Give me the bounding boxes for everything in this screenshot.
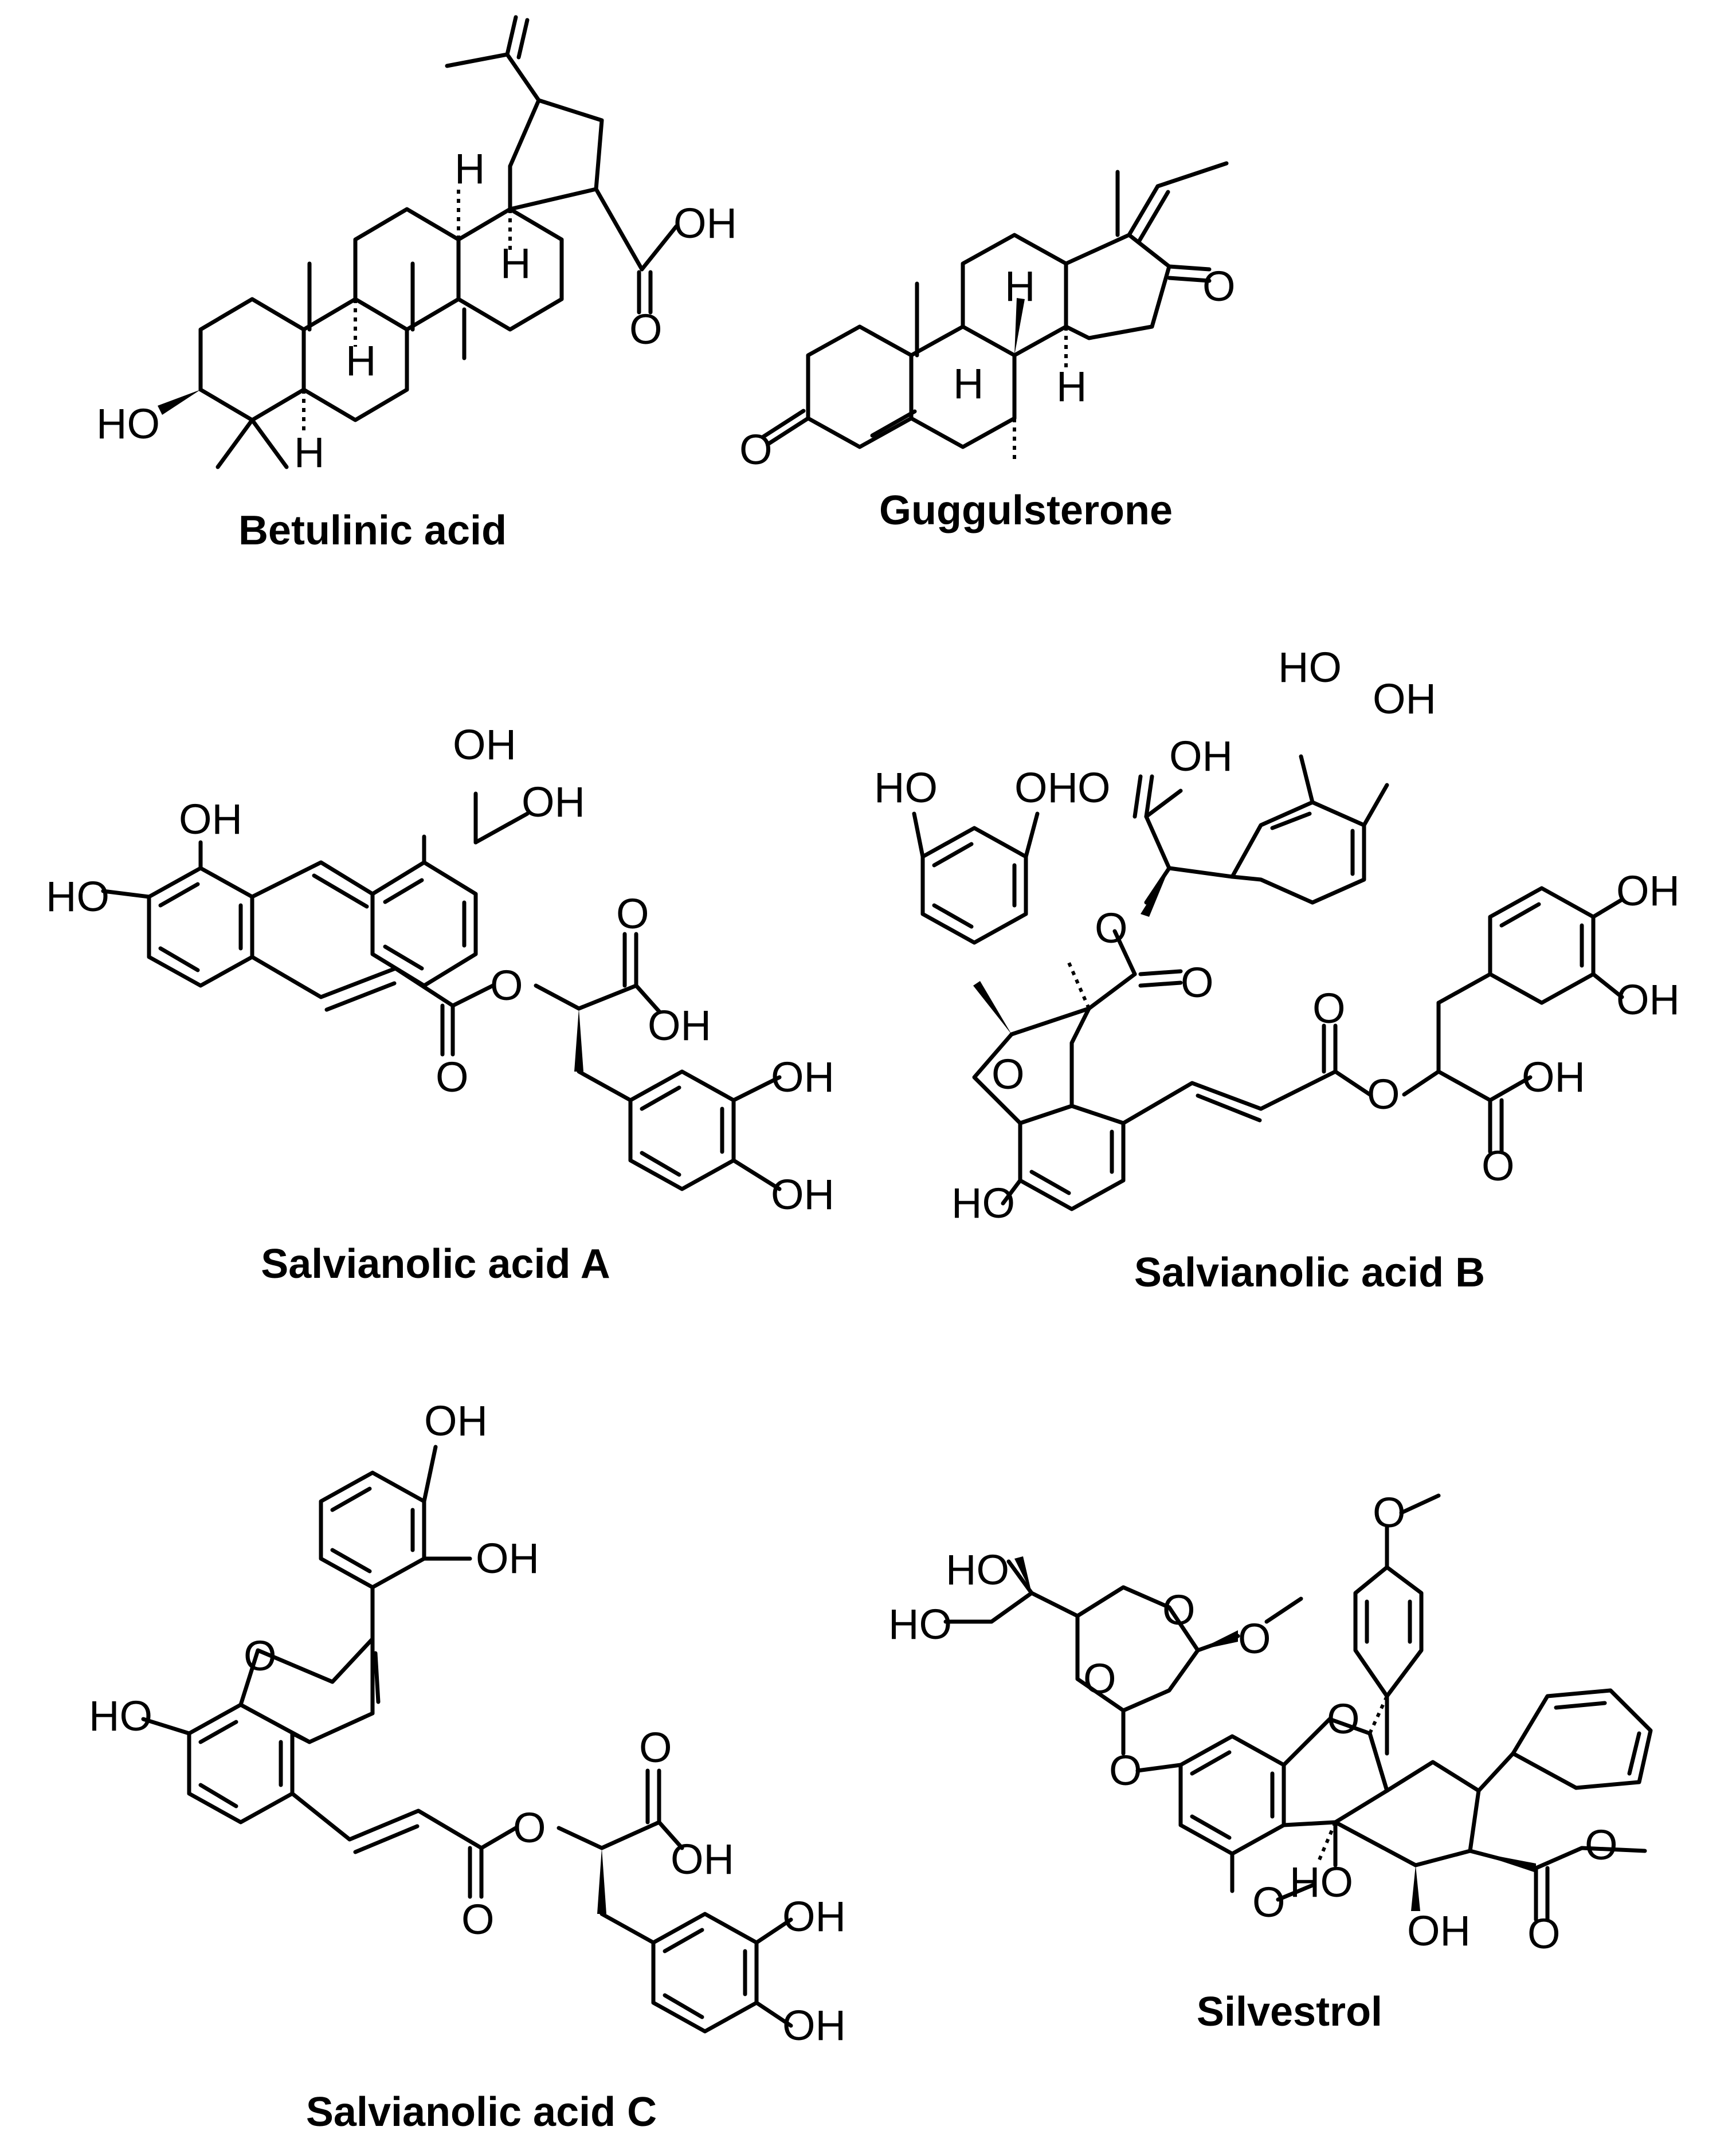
- structure-guggulsterone: O O H H H Guggulsterone: [739, 161, 1236, 533]
- atom-label-o: O: [1238, 1615, 1271, 1662]
- atom-label-o: O: [1077, 764, 1111, 811]
- structure-salvianolic-acid-b: HO OH O OH HO OH O O O HO O O OH O OH OH…: [874, 644, 1680, 1296]
- atom-label-ho: HO: [89, 1692, 152, 1740]
- atom-label-o: O: [1527, 1910, 1561, 1957]
- atom-label-o: O: [629, 305, 663, 353]
- compound-name-betulinic-acid: Betulinic acid: [238, 508, 507, 554]
- atom-label-o: O: [992, 1050, 1025, 1098]
- atom-label-oh: OH: [648, 1002, 711, 1049]
- atom-label-h: H: [1056, 363, 1087, 410]
- structure-betulinic-acid: HO H H H H OH O Betulinic acid: [96, 15, 737, 554]
- atom-label-h: H: [346, 337, 376, 385]
- atom-label-oh: OH: [782, 1893, 846, 1940]
- atom-label-oh: OH: [1616, 976, 1680, 1023]
- atom-label-o: O: [639, 1724, 672, 1771]
- atom-label-oh: OH: [673, 199, 737, 247]
- compound-name-salvianolic-acid-c: Salvianolic acid C: [306, 2089, 657, 2135]
- atom-label-ho: HO: [946, 1546, 1009, 1594]
- compound-name-guggulsterone: Guggulsterone: [879, 488, 1173, 533]
- atom-label-oh: OH: [1373, 675, 1436, 723]
- atom-label-oh: OH: [522, 778, 585, 826]
- atom-label-o: O: [1083, 1655, 1116, 1702]
- atom-label-oh: OH: [1014, 764, 1078, 811]
- atom-label-o: O: [1202, 262, 1236, 310]
- atom-label-o: O: [1181, 959, 1214, 1006]
- atom-label-ho: HO: [874, 764, 938, 811]
- atom-label-oh: OH: [424, 1397, 488, 1445]
- compound-name-silvestrol: Silvestrol: [1197, 1989, 1382, 2035]
- atom-label-h: H: [953, 360, 983, 407]
- structure-salvianolic-acid-c: OH OH O HO O O O OH OH OH Salvianolic ac…: [89, 1397, 846, 2135]
- atom-label-oh: OH: [179, 795, 242, 843]
- atom-label-oh: OH: [771, 1171, 834, 1218]
- atom-label-h: H: [500, 240, 531, 287]
- atom-label-ho: HO: [96, 400, 160, 448]
- atom-label-o: O: [1109, 1747, 1142, 1794]
- atom-label-o: O: [1367, 1070, 1400, 1118]
- atom-label-o: O: [739, 426, 773, 473]
- atom-label-o: O: [436, 1053, 469, 1101]
- atom-label-o: O: [513, 1804, 546, 1851]
- structure-salvianolic-acid-a: HO OH OH OH O O O OH OH OH Salvianolic a…: [46, 721, 834, 1287]
- atom-label-o: O: [1312, 984, 1346, 1032]
- atom-label-o: O: [616, 890, 649, 937]
- atom-label-ho: HO: [951, 1179, 1015, 1227]
- atom-label-o: O: [1252, 1878, 1286, 1926]
- atom-label-oh: OH: [771, 1053, 834, 1101]
- atom-label-o: O: [1482, 1142, 1515, 1190]
- atom-label-o: O: [244, 1632, 277, 1680]
- compound-name-salvianolic-acid-b: Salvianolic acid B: [1134, 1250, 1485, 1296]
- structure-silvestrol: HO HO O O O O O O O HO OH O O Silvestrol: [888, 1489, 1653, 2035]
- atom-label-oh: OH: [1407, 1907, 1471, 1955]
- atom-label-oh: OH: [671, 1835, 734, 1883]
- atom-label-oh: OH: [1169, 732, 1233, 780]
- atom-label-o: O: [490, 962, 523, 1009]
- atom-label-o: O: [1162, 1586, 1196, 1634]
- atom-label-ho: HO: [888, 1600, 952, 1648]
- atom-label-h: H: [454, 145, 485, 193]
- atom-label-oh: OH: [453, 721, 516, 768]
- atom-label-ho: HO: [46, 873, 109, 920]
- atom-label-oh: OH: [476, 1535, 539, 1582]
- atom-label-o: O: [461, 1896, 495, 1943]
- atom-label-o: O: [1327, 1695, 1360, 1743]
- atom-label-o: O: [1585, 1821, 1618, 1869]
- atom-label-h: H: [294, 429, 324, 476]
- atom-label-o: O: [1095, 904, 1128, 952]
- atom-label-o: O: [1373, 1489, 1406, 1536]
- atom-label-oh: OH: [782, 2002, 846, 2049]
- atom-label-h: H: [1005, 262, 1035, 310]
- atom-label-oh: OH: [1522, 1053, 1585, 1101]
- compound-name-salvianolic-acid-a: Salvianolic acid A: [261, 1241, 610, 1287]
- atom-label-oh: OH: [1616, 867, 1680, 915]
- atom-label-ho: HO: [1278, 644, 1342, 691]
- atom-label-ho: HO: [1290, 1858, 1353, 1906]
